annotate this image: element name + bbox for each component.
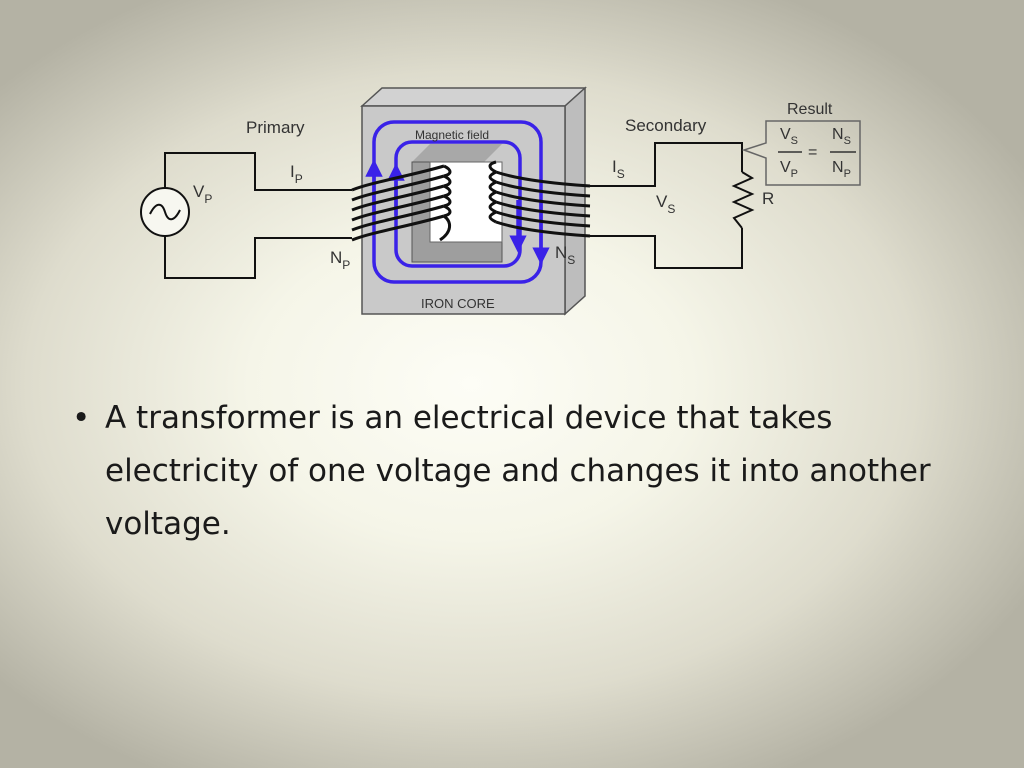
result-formula: VS VP = NS NP xyxy=(741,120,861,186)
secondary-turns-label: NS xyxy=(555,243,575,267)
result-label: Result xyxy=(787,101,833,118)
resistor-label: R xyxy=(762,189,774,208)
svg-text:NP: NP xyxy=(832,159,851,180)
bullet-item: A transformer is an electrical device th… xyxy=(72,392,972,551)
svg-text:VS: VS xyxy=(780,126,798,147)
secondary-current-label: IS xyxy=(612,157,625,181)
primary-voltage-label: VP xyxy=(193,182,212,206)
svg-text:NS: NS xyxy=(832,126,851,147)
resistor-icon xyxy=(731,171,755,229)
primary-circuit-wires xyxy=(164,152,352,279)
svg-text:VP: VP xyxy=(780,159,798,180)
transformer-diagram: Magnetic field IRON CORE xyxy=(140,86,861,316)
ac-source-icon xyxy=(140,187,190,237)
magnetic-field-label: Magnetic field xyxy=(415,128,489,142)
svg-text:=: = xyxy=(808,144,817,161)
primary-turns-label: NP xyxy=(330,248,350,272)
secondary-circuit-wires xyxy=(590,142,743,269)
secondary-coil xyxy=(488,160,591,238)
secondary-label: Secondary xyxy=(625,116,707,135)
secondary-voltage-label: VS xyxy=(656,192,675,216)
iron-core-label: IRON CORE xyxy=(421,296,495,311)
primary-coil xyxy=(351,164,452,242)
primary-current-label: IP xyxy=(290,162,303,186)
bullet-list: A transformer is an electrical device th… xyxy=(72,392,972,551)
primary-label: Primary xyxy=(246,118,305,137)
